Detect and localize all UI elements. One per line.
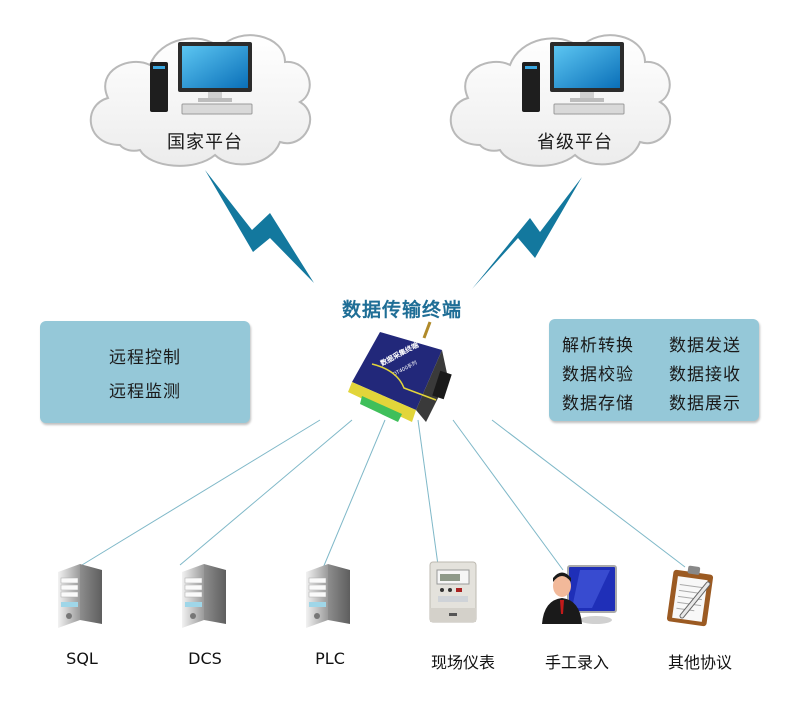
function-data-store: 数据存储 (562, 394, 634, 414)
function-data-verify: 数据校验 (562, 365, 634, 385)
desktop-computer-icon (522, 42, 625, 115)
function-parse-convert: 解析转换 (562, 336, 634, 356)
node-label-sql: SQL (66, 649, 98, 668)
remote-monitoring-label: 远程监测 (109, 382, 181, 402)
connector-lines (81, 419, 686, 571)
node-label-field-meter: 现场仪表 (430, 653, 495, 672)
function-data-send: 数据发送 (669, 336, 741, 356)
data-functions-box: 解析转换 数据发送 数据校验 数据接收 数据存储 数据展示 (549, 319, 759, 421)
node-label-manual-entry: 手工录入 (544, 653, 609, 672)
terminal-title: 数据传输终端 (341, 299, 462, 321)
wireless-signal-icon (472, 177, 582, 289)
connector-other (491, 419, 686, 568)
electric-meter-icon (429, 561, 477, 623)
remote-control-label: 远程控制 (109, 348, 181, 368)
server-icon (58, 564, 102, 628)
desktop-computer-icon (150, 42, 253, 115)
platform-label-provincial: 省级平台 (537, 132, 613, 153)
connector-sql (81, 419, 321, 566)
connector-dcs (179, 419, 353, 566)
platform-label-national: 国家平台 (167, 132, 243, 153)
node-label-plc: PLC (315, 649, 345, 668)
function-data-display: 数据展示 (669, 394, 741, 414)
clipboard-icon (666, 565, 714, 627)
connector-plc (322, 419, 386, 569)
function-data-receive: 数据接收 (669, 365, 741, 385)
connector-manual (452, 419, 564, 571)
server-icon (306, 564, 350, 628)
remote-functions-box: 远程控制 远程监测 (40, 321, 250, 423)
connector-meter (417, 419, 439, 566)
operator-computer-icon (542, 565, 617, 624)
wireless-signal-icon (205, 170, 314, 283)
server-icon (182, 564, 226, 628)
node-label-dcs: DCS (188, 649, 222, 668)
data-terminal-device-icon: 数据采集终端 DT400系列 (348, 321, 452, 422)
node-label-other-protocols: 其他协议 (667, 653, 732, 672)
